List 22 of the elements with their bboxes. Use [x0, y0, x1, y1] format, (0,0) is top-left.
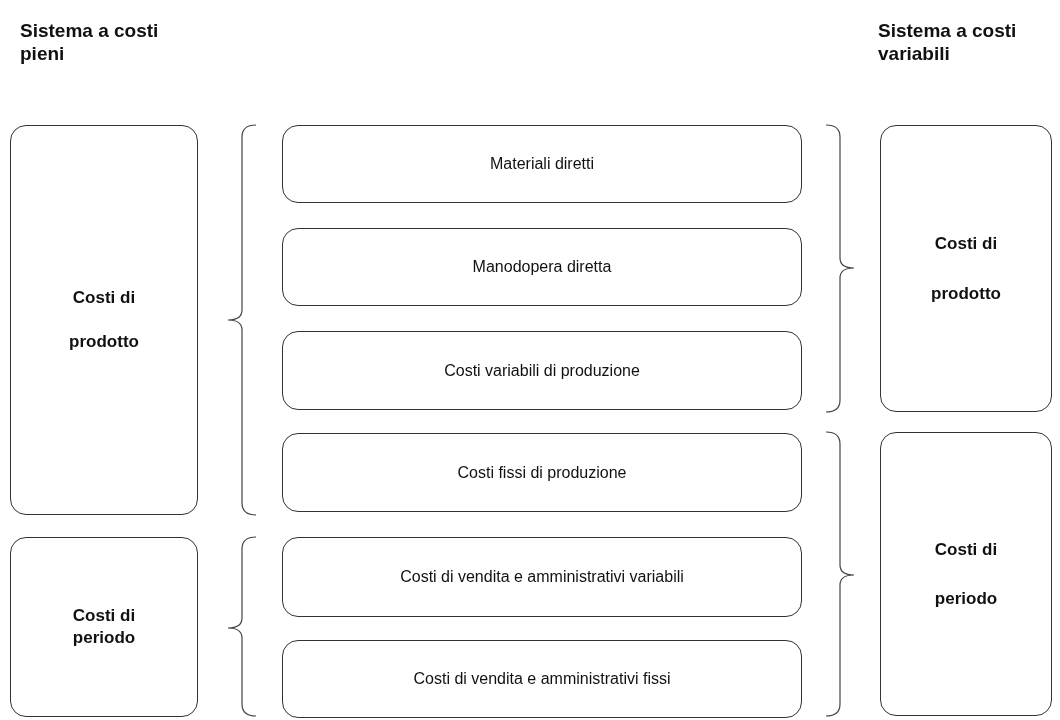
box-text: Manodopera diretta [472, 257, 612, 277]
system-heading: Sistema a costi variabili [878, 20, 1018, 66]
cost-category-box [880, 125, 1052, 412]
cost-item-box [282, 433, 802, 512]
box-text: Costi di prodotto [68, 286, 140, 353]
box-text: Costi di vendita e amministrativi fissi [413, 669, 671, 689]
box-text: Costi di vendita e amministrativi variabili [400, 567, 684, 587]
box-text: Materiali diretti [490, 154, 594, 174]
system-heading: Sistema a costi pieni [20, 20, 160, 66]
cost-category-box [10, 537, 198, 717]
box-text: Costi fissi di produzione [457, 462, 627, 483]
cost-category-box [880, 432, 1052, 716]
box-text: Costi variabili di produzione [444, 360, 640, 381]
box-text: Costi di periodo [933, 538, 999, 610]
cost-item-box [282, 537, 802, 617]
box-text: Costi di prodotto [930, 233, 1002, 305]
cost-item-box [282, 331, 802, 410]
box-text: Costi di periodo [71, 604, 137, 649]
cost-category-box [10, 125, 198, 515]
cost-item-box [282, 228, 802, 306]
cost-item-box [282, 125, 802, 203]
cost-item-box [282, 640, 802, 718]
